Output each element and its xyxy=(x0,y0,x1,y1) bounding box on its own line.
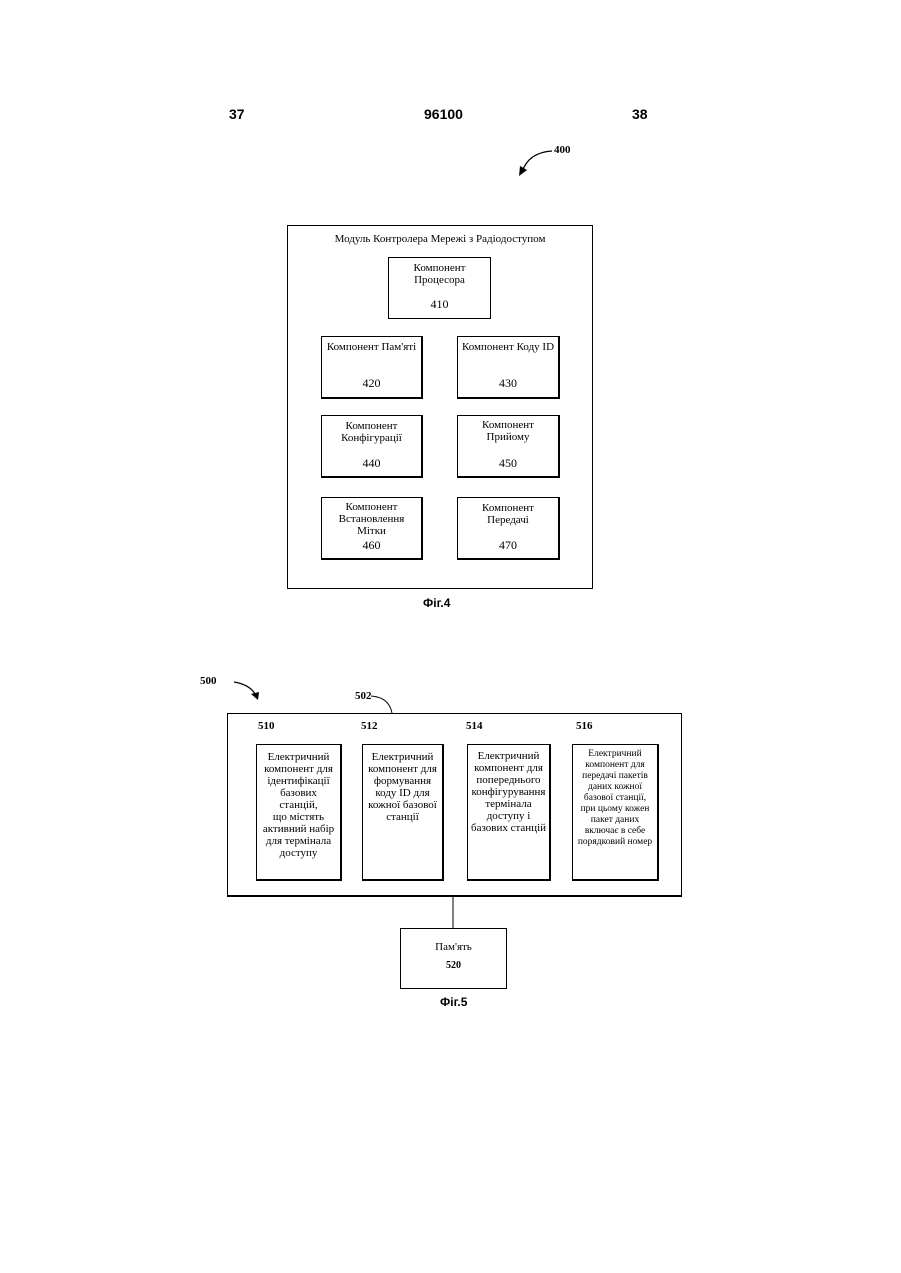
memory-component: Компонент Пам'яті 420 xyxy=(321,336,423,399)
fig5-ref-label: 500 xyxy=(200,675,217,687)
component-number: 470 xyxy=(458,538,558,553)
block-label: Електричний компонент для передачі пакет… xyxy=(573,745,657,848)
component-label: Компонент Пам'яті xyxy=(322,341,421,353)
component-number: 450 xyxy=(458,456,558,471)
block-label: Електричний компонент для формування код… xyxy=(363,745,442,823)
transmission-component: Компонент Передачі 470 xyxy=(457,497,560,560)
component-label: Компонент Встановлення Мітки xyxy=(322,501,421,537)
configuration-component: Компонент Конфігурації 440 xyxy=(321,415,423,478)
block-ref-label: 516 xyxy=(576,720,593,732)
component-number: 420 xyxy=(322,376,421,391)
fig5-caption: Фіг.5 xyxy=(440,995,467,1009)
component-number: 440 xyxy=(322,456,421,471)
block-ref-label: 512 xyxy=(361,720,378,732)
component-number: 410 xyxy=(389,297,490,312)
reception-component: Компонент Прийому 450 xyxy=(457,415,560,478)
fig4-ref-arrowhead xyxy=(519,166,527,176)
memory-block: Пам'ять 520 xyxy=(400,928,507,989)
module-title: Модуль Контролера Мережі з Радіодоступом xyxy=(288,233,592,245)
id-code-component: Компонент Коду ID 430 xyxy=(457,336,560,399)
block-label: Електричний компонент для ідентифікації … xyxy=(257,745,340,859)
packet-transmission-block: Електричний компонент для передачі пакет… xyxy=(572,744,659,881)
component-number: 430 xyxy=(458,376,558,391)
component-number: 460 xyxy=(322,538,421,553)
fig4-caption: Фіг.4 xyxy=(423,596,450,610)
processor-component: Компонент Процесора 410 xyxy=(388,257,491,319)
component-label: Компонент Прийому xyxy=(458,419,558,443)
memory-label: Пам'ять xyxy=(401,941,506,953)
preconfiguration-block: Електричний компонент для попереднього к… xyxy=(467,744,551,881)
component-label: Компонент Коду ID xyxy=(458,341,558,353)
block-ref-label: 514 xyxy=(466,720,483,732)
id-code-block: Електричний компонент для формування код… xyxy=(362,744,444,881)
component-label: Компонент Процесора xyxy=(389,262,490,286)
container-ref-label: 502 xyxy=(355,690,372,702)
block-ref-label: 510 xyxy=(258,720,275,732)
fig4-ref-label: 400 xyxy=(554,144,571,156)
fig4-ref-arrow xyxy=(522,151,552,172)
leader-502 xyxy=(371,696,392,713)
component-label: Компонент Передачі xyxy=(458,502,558,526)
component-label: Компонент Конфігурації xyxy=(322,420,421,444)
identification-block: Електричний компонент для ідентифікації … xyxy=(256,744,342,881)
block-label: Електричний компонент для попереднього к… xyxy=(468,745,549,834)
memory-number: 520 xyxy=(401,960,506,971)
fig5-ref-arrowhead xyxy=(251,692,259,700)
labeling-component: Компонент Встановлення Мітки 460 xyxy=(321,497,423,560)
